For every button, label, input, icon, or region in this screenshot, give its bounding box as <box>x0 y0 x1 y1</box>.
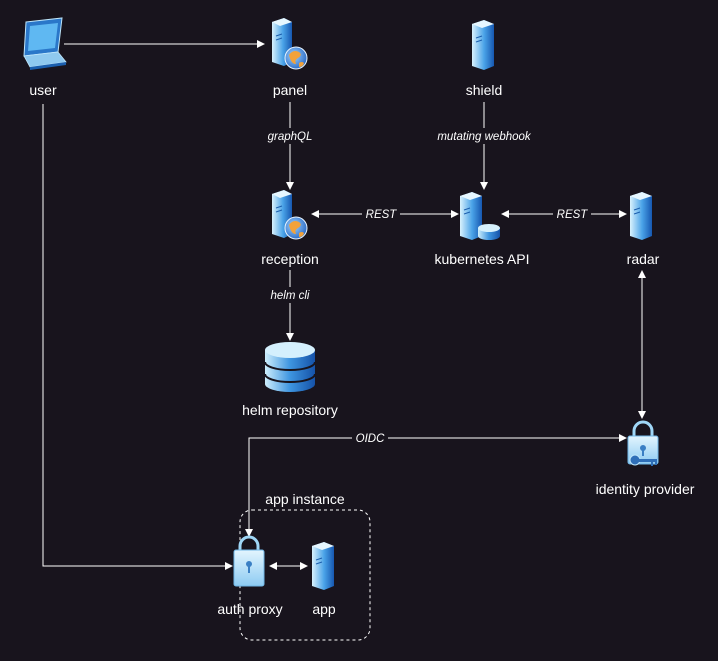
edge-label-helm-cli: helm cli <box>266 287 314 303</box>
web-server-icon <box>272 18 308 70</box>
node-label-auth-proxy: auth proxy <box>217 601 282 617</box>
edge-label-mutating-webhook: mutating webhook <box>428 128 540 144</box>
node-auth-proxy[interactable]: auth proxy <box>217 535 283 617</box>
node-identity-provider[interactable]: identity provider <box>596 420 695 497</box>
node-label-identity-provider: identity provider <box>596 481 695 497</box>
edge-label-rest-right: REST <box>553 206 591 222</box>
edge-label-rest-left: REST <box>362 206 400 222</box>
lock-key-icon <box>627 420 659 466</box>
node-panel[interactable]: panel <box>272 18 308 98</box>
edge-auth-proxy-app <box>269 562 308 570</box>
node-user[interactable]: user <box>23 17 67 98</box>
svg-text:REST: REST <box>557 209 589 221</box>
group-label-app-instance: app instance <box>265 491 345 507</box>
edge-radar-idp <box>638 270 646 419</box>
server-icon <box>312 542 334 590</box>
node-shield[interactable]: shield <box>466 20 503 98</box>
database-icon <box>264 342 316 392</box>
edge-panel-reception <box>286 102 294 190</box>
node-label-shield: shield <box>466 82 503 98</box>
node-helm-repository[interactable]: helm repository <box>242 342 338 418</box>
svg-text:helm cli: helm cli <box>271 290 310 302</box>
edge-label-graphql: graphQL <box>262 128 318 144</box>
node-reception[interactable]: reception <box>261 190 319 267</box>
lock-icon <box>233 535 265 587</box>
node-label-kubernetes-api: kubernetes API <box>435 251 530 267</box>
node-label-app: app <box>312 601 336 617</box>
edge-user-panel <box>64 40 265 48</box>
node-label-radar: radar <box>627 251 660 267</box>
node-label-reception: reception <box>261 251 319 267</box>
svg-text:REST: REST <box>366 209 398 221</box>
web-server-icon <box>272 190 308 240</box>
database-server-icon <box>460 192 500 240</box>
svg-text:OIDC: OIDC <box>356 433 385 445</box>
svg-text:mutating webhook: mutating webhook <box>437 131 532 143</box>
edge-label-oidc: OIDC <box>352 430 388 446</box>
laptop-icon <box>23 17 67 70</box>
edge-shield-kubernetes <box>480 102 488 190</box>
node-label-helm-repository: helm repository <box>242 402 338 418</box>
node-kubernetes-api[interactable]: kubernetes API <box>435 192 530 267</box>
server-icon <box>630 192 652 240</box>
svg-text:graphQL: graphQL <box>268 131 313 143</box>
node-label-panel: panel <box>273 82 307 98</box>
server-icon <box>472 20 494 70</box>
node-radar[interactable]: radar <box>627 192 660 267</box>
edge-reception-helm <box>286 270 294 341</box>
edge-oidc <box>245 434 627 537</box>
node-label-user: user <box>29 82 57 98</box>
edge-user-auth-proxy <box>42 104 233 570</box>
node-app[interactable]: app <box>312 542 336 617</box>
